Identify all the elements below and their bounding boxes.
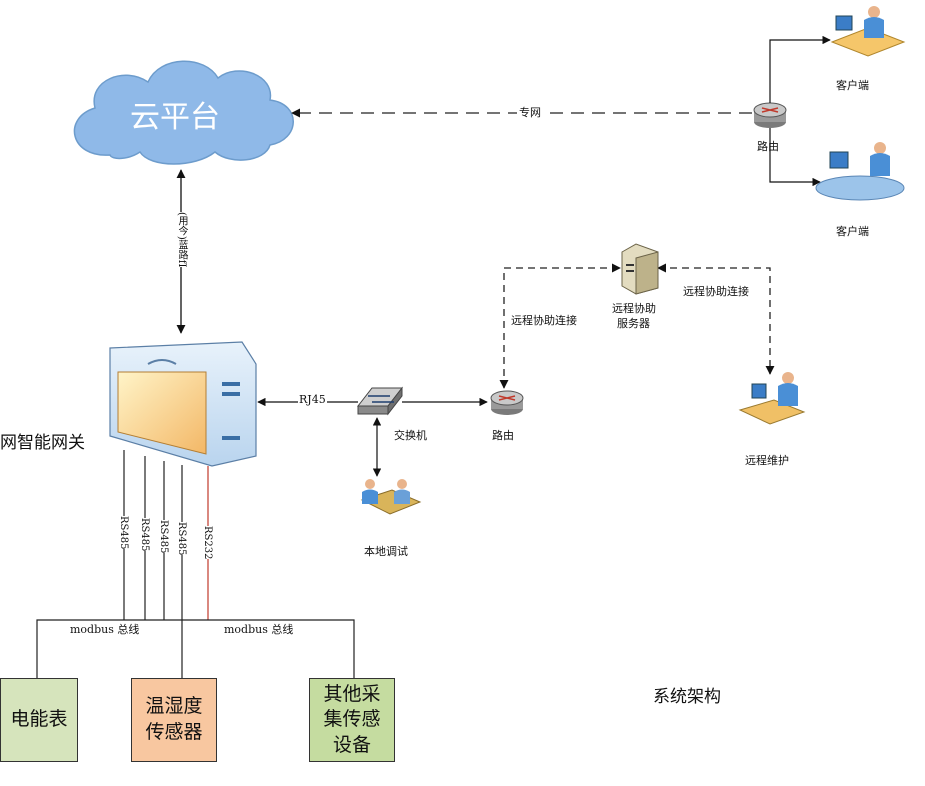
router-to-client-top-link: [769, 35, 831, 103]
temp-sensor-box: 温湿度 传感器: [131, 678, 217, 762]
gateway-label: 网智能网关: [0, 433, 85, 453]
remote-server-icon: [621, 243, 659, 295]
remote-maintenance-label: 远程维护: [745, 454, 789, 467]
cloud-platform: [73, 60, 294, 165]
router-lan-icon: [490, 390, 524, 415]
local-debug-icon: [360, 479, 422, 515]
client-bottom-label: 客户端: [836, 225, 869, 238]
meter-label: 电能表: [10, 708, 68, 731]
other-device-label-line2: 集传感: [323, 708, 381, 731]
other-device-label-line3: 设备: [332, 733, 371, 756]
switch-icon: [356, 386, 404, 416]
rs485-label-4: RS485: [176, 522, 187, 556]
rs485-label-3: RS485: [158, 520, 169, 554]
remote-assist-left-label: 远程协助连接: [511, 314, 577, 327]
modbus-bus: [36, 619, 355, 680]
client-top-label: 客户端: [836, 79, 869, 92]
cloud-label: 云平台: [130, 100, 220, 135]
private-network-label: 专网: [517, 104, 543, 120]
client-bottom-icon: [815, 142, 905, 201]
remote-server-label-line1: 远程协助: [612, 302, 656, 315]
temp-sensor-label-line1: 温湿度: [145, 695, 203, 718]
cloud-link-label: (用今)蓝路fI: [174, 212, 189, 268]
rs485-label-2: RS485: [139, 518, 150, 552]
local-debug-label: 本地调试: [364, 545, 408, 558]
switch-label: 交换机: [394, 429, 427, 442]
other-device-box: 其他采 集传感 设备: [309, 678, 395, 762]
remote-assist-right-label: 远程协助连接: [683, 285, 749, 298]
gateway-device-icon: [109, 341, 257, 467]
client-top-icon: [830, 6, 906, 57]
rj45-label: RJ45: [298, 393, 327, 406]
remote-assist-right-link: [657, 263, 775, 375]
router-main-icon: [753, 102, 787, 128]
modbus-bus-label-right: modbus 总线: [224, 623, 294, 636]
meter-box: 电能表: [0, 678, 78, 762]
rs485-label-1: RS485: [118, 516, 129, 550]
modbus-bus-label-left: modbus 总线: [70, 623, 140, 636]
rs232-label: RS232: [202, 526, 213, 560]
remote-server-label-line2: 服务器: [617, 317, 650, 330]
router-main-label: 路由: [757, 140, 779, 153]
temp-sensor-label-line2: 传感器: [145, 721, 203, 743]
router-to-client-bottom-link: [769, 128, 821, 187]
diagram-title: 系统架构: [653, 687, 721, 707]
other-device-label-line1: 其他采: [323, 682, 381, 705]
remote-assist-left-link: [499, 263, 621, 389]
remote-maintenance-icon: [738, 372, 806, 425]
router-lan-label: 路由: [492, 429, 514, 442]
